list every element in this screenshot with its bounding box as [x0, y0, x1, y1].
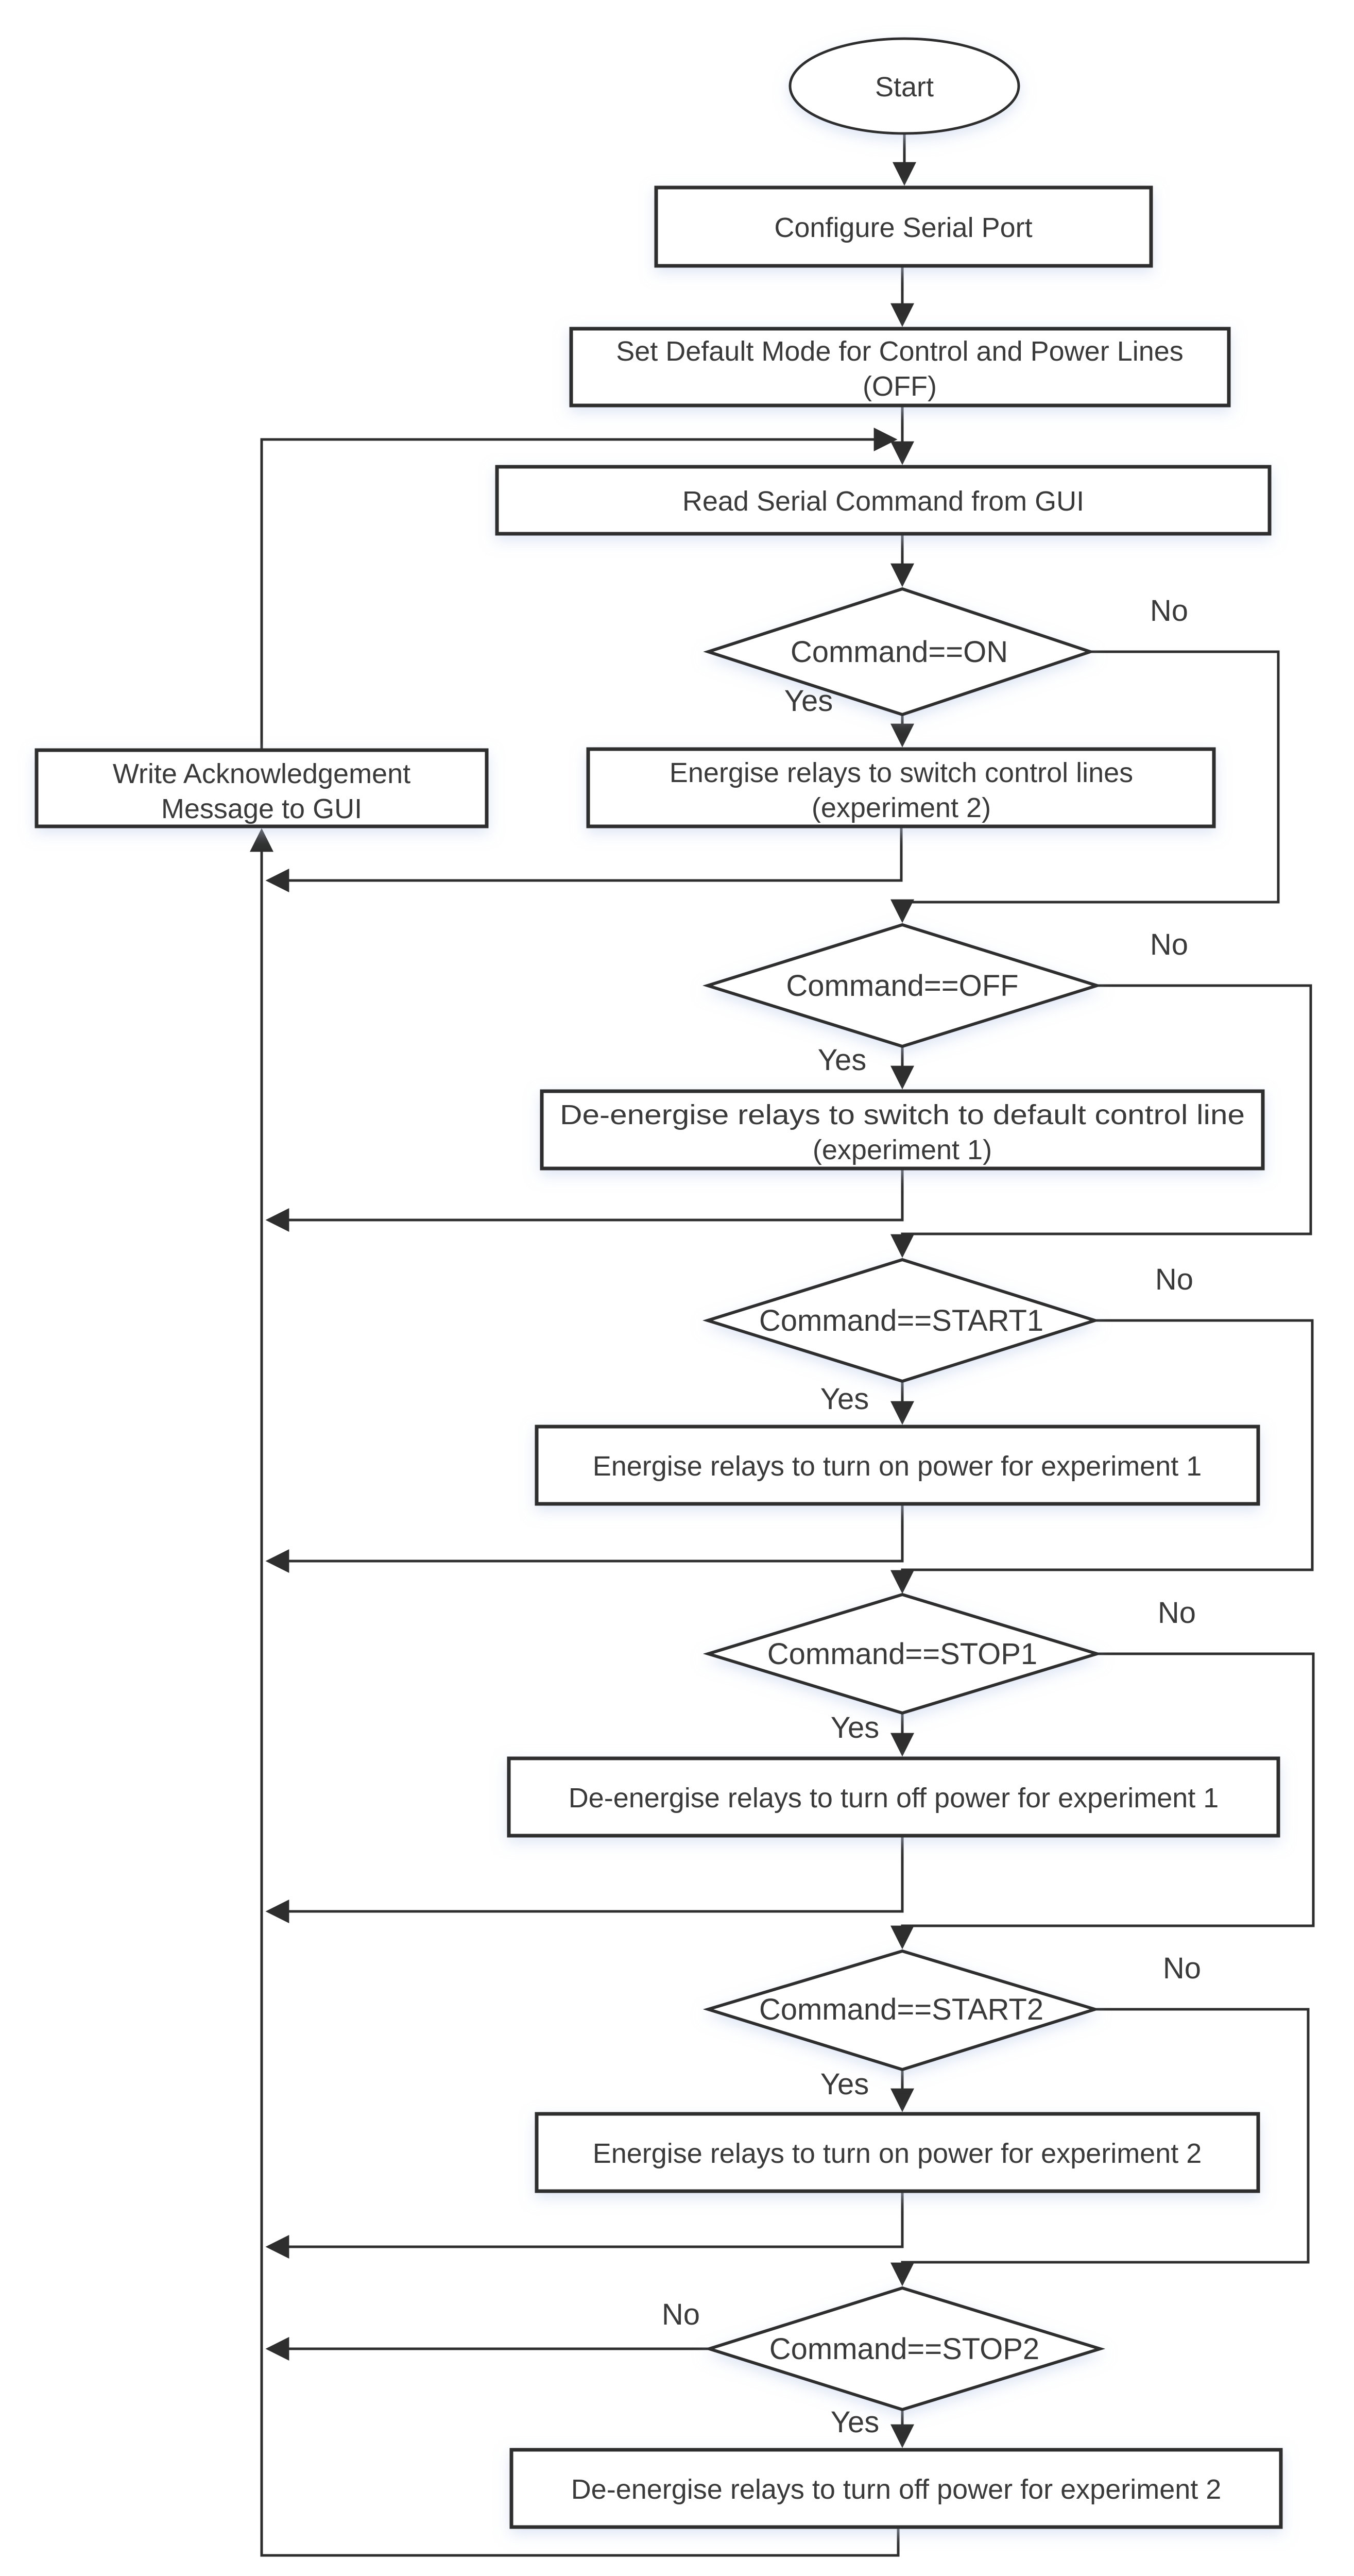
energise-power2-node — [535, 2112, 1260, 2193]
edges — [250, 134, 1315, 2557]
command-off-label: Command==OFF — [786, 969, 1018, 1003]
edge-epower2-feedback — [265, 2191, 904, 2259]
deenergise-power1-label: De-energise relays to turn off power for… — [569, 1783, 1219, 1814]
edge-deenergise1-feedback — [265, 1168, 904, 1232]
deenergise-power2-label: De-energise relays to turn off power for… — [571, 2474, 1222, 2505]
command-stop2-no-label: No — [662, 2298, 700, 2331]
write-ack-node — [35, 748, 489, 828]
edge-bottom-to-ack — [250, 828, 900, 2557]
command-on-yes-label: Yes — [784, 684, 833, 718]
command-on-no-label: No — [1150, 594, 1188, 628]
set-default-mode-line2: (OFF) — [863, 371, 937, 402]
set-default-mode-line1: Set Default Mode for Control and Power L… — [616, 336, 1184, 367]
start-node — [789, 37, 1020, 135]
command-start2-decision — [702, 1949, 1101, 2072]
command-off-yes-label: Yes — [818, 1043, 867, 1077]
energise-control-lines-line1: Energise relays to switch control lines — [670, 757, 1133, 788]
deenergise-power1-node — [507, 1756, 1280, 1838]
edge-off-no — [890, 984, 1312, 1258]
energise-control-lines-line2: (experiment 2) — [812, 792, 991, 823]
write-ack-line2: Message to GUI — [161, 793, 362, 824]
edge-stop1-no — [890, 1652, 1315, 1950]
command-start1-label: Command==START1 — [759, 1304, 1043, 1337]
read-serial-command-node — [495, 465, 1272, 536]
edge-ack-loop-top — [260, 428, 898, 750]
command-off-no-label: No — [1150, 928, 1188, 961]
edge-on-no — [890, 650, 1280, 923]
energise-control-lines-node — [586, 747, 1216, 828]
command-stop1-yes-label: Yes — [831, 1711, 880, 1744]
command-stop1-decision — [702, 1592, 1103, 1715]
command-start1-no-label: No — [1155, 1263, 1193, 1296]
command-start2-label: Command==START2 — [759, 1993, 1043, 2026]
deenergise-control-line-node — [540, 1089, 1265, 1171]
start-label: Start — [875, 72, 934, 103]
energise-power2-label: Energise relays to turn on power for exp… — [593, 2138, 1202, 2169]
command-stop2-label: Command==STOP2 — [769, 2332, 1039, 2366]
command-stop1-label: Command==STOP1 — [767, 1637, 1037, 1671]
shapes — [35, 37, 1283, 2529]
read-serial-command-label: Read Serial Command from GUI — [682, 486, 1084, 517]
command-stop2-decision — [704, 2286, 1106, 2412]
edge-start1-no — [890, 1319, 1314, 1594]
set-default-mode-node — [569, 327, 1231, 408]
command-start1-yes-label: Yes — [820, 1382, 869, 1416]
energise-power1-label: Energise relays to turn on power for exp… — [593, 1451, 1202, 1482]
command-on-decision — [703, 587, 1095, 717]
deenergise-power2-node — [509, 2448, 1283, 2529]
configure-serial-port-label: Configure Serial Port — [774, 212, 1032, 243]
deenergise-control-line-line1: De-energise relays to switch to default … — [560, 1099, 1245, 1130]
edge-energise2-feedback — [265, 826, 903, 892]
write-ack-line1: Write Acknowledgement — [113, 758, 410, 789]
node-labels: Start Configure Serial Port Set Default … — [113, 72, 1245, 2505]
command-start2-no-label: No — [1163, 1952, 1201, 1985]
configure-serial-port-node — [654, 185, 1153, 268]
command-stop2-yes-label: Yes — [831, 2405, 880, 2439]
edge-start2-no — [890, 2008, 1310, 2286]
command-off-decision — [702, 923, 1103, 1048]
command-on-label: Command==ON — [791, 635, 1008, 669]
command-start2-yes-label: Yes — [820, 2067, 869, 2101]
command-start1-decision — [702, 1258, 1100, 1383]
edge-epower1-feedback — [265, 1504, 904, 1573]
edge-dpower1-feedback — [265, 1836, 904, 1923]
command-stop1-no-label: No — [1158, 1596, 1196, 1630]
energise-power1-node — [535, 1425, 1260, 1506]
edge-labels: No Yes No Yes No Yes No Yes No Yes No Ye… — [662, 594, 1201, 2439]
deenergise-control-line-line2: (experiment 1) — [813, 1134, 992, 1165]
